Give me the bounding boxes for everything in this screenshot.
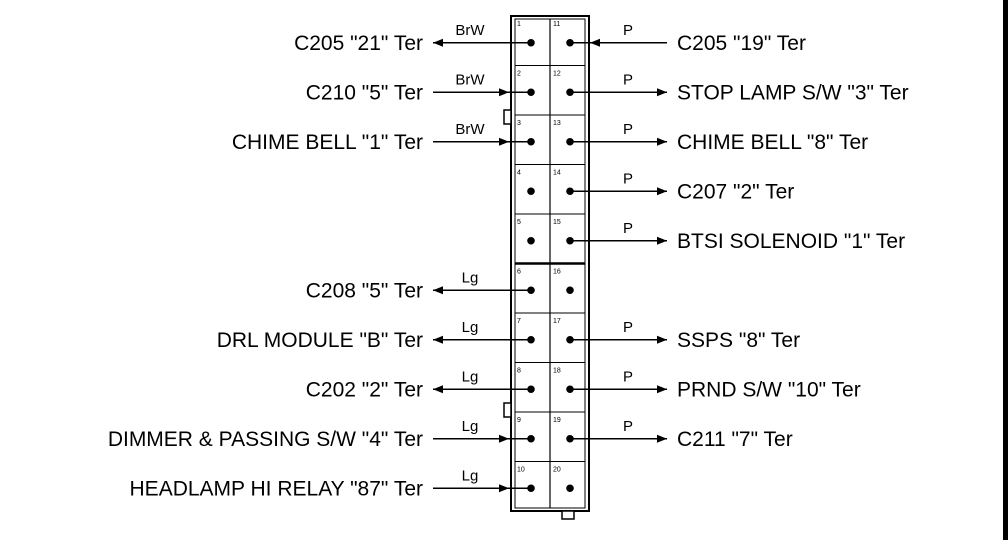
wire-color-label: BrW	[455, 121, 485, 138]
wire-color-label: BrW	[455, 71, 485, 88]
right-connection-18: P PRND S/W "10" Ter	[570, 368, 861, 401]
connector-outline	[510, 15, 590, 512]
terminal-label: STOP LAMP S/W "3" Ter	[677, 81, 909, 104]
terminal-label: CHIME BELL "8" Ter	[677, 131, 868, 154]
pin-number: 4	[517, 170, 521, 177]
wire-color-label: Lg	[462, 467, 479, 484]
arrow-head	[657, 434, 667, 443]
arrow-head	[590, 38, 600, 47]
right-connection-14: P C207 "2" Ter	[570, 170, 794, 203]
pin-contact	[566, 484, 574, 493]
arrow-head	[657, 335, 667, 344]
terminal-label: C207 "2" Ter	[677, 180, 794, 203]
pin-number: 19	[553, 417, 561, 424]
wire-color-label: P	[623, 368, 633, 385]
left-connection-1: BrW C205 "21" Ter	[294, 22, 531, 55]
arrow-head	[499, 434, 509, 443]
terminal-label: C205 "21" Ter	[294, 32, 423, 55]
terminal-label: C211 "7" Ter	[677, 428, 793, 451]
arrow-head	[657, 137, 667, 146]
connector-key	[561, 510, 575, 520]
arrow-head	[499, 137, 509, 146]
wire-color-label: Lg	[462, 319, 479, 336]
arrow-head	[657, 385, 667, 394]
terminal-label: C202 "2" Ter	[306, 378, 423, 401]
pin-number: 14	[553, 170, 561, 177]
pin-number: 6	[517, 269, 521, 276]
wire-color-label: Lg	[462, 269, 479, 286]
pin-number: 9	[517, 417, 521, 424]
terminal-label: CHIME BELL "1" Ter	[232, 131, 423, 154]
wire-color-label: BrW	[455, 22, 485, 39]
right-connection-12: P STOP LAMP S/W "3" Ter	[570, 71, 909, 104]
right-connection-15: P BTSI SOLENOID "1" Ter	[570, 220, 905, 253]
pin-number: 11	[553, 21, 560, 28]
left-connection-3: BrW CHIME BELL "1" Ter	[232, 121, 531, 154]
pin-number: 17	[553, 318, 561, 325]
arrow-head	[433, 286, 443, 295]
arrow-head	[433, 38, 443, 47]
wire-color-label: P	[623, 22, 633, 39]
pin-contact	[566, 286, 574, 295]
latch-tab-upper	[503, 109, 512, 125]
pin-number: 18	[553, 368, 561, 375]
terminal-label: DRL MODULE "B" Ter	[217, 329, 423, 352]
pin-number: 5	[517, 219, 521, 226]
terminal-label: C208 "5" Ter	[306, 279, 423, 302]
right-connection-13: P CHIME BELL "8" Ter	[570, 121, 868, 154]
arrow-head	[657, 88, 667, 97]
pin-number: 16	[553, 269, 561, 276]
wire-color-label: P	[623, 319, 633, 336]
wire-color-label: Lg	[462, 418, 479, 435]
pin-number: 3	[517, 120, 521, 127]
pin-number: 20	[553, 467, 561, 474]
pin-number: 8	[517, 368, 521, 375]
pin-contact	[527, 187, 535, 196]
arrow-head	[433, 385, 443, 394]
terminal-label: C205 "19" Ter	[677, 32, 806, 55]
arrow-head	[657, 187, 667, 196]
arrow-head	[433, 335, 443, 344]
pin-number: 15	[553, 219, 561, 226]
pin-number: 1	[517, 21, 521, 28]
latch-tab-lower	[503, 402, 512, 418]
arrow-head	[499, 484, 509, 493]
wire-color-label: P	[623, 71, 633, 88]
terminal-label: HEADLAMP HI RELAY "87" Ter	[130, 477, 423, 500]
wire-color-label: P	[623, 170, 633, 187]
wire-color-label: P	[623, 418, 633, 435]
page-edge-border	[1003, 0, 1008, 540]
terminal-label: PRND S/W "10" Ter	[677, 378, 861, 401]
wire-color-label: P	[623, 220, 633, 237]
pin-number: 10	[517, 467, 525, 474]
terminal-label: DIMMER & PASSING S/W "4" Ter	[108, 428, 423, 451]
pin-number: 12	[553, 71, 561, 78]
terminal-label: SSPS "8" Ter	[677, 329, 800, 352]
right-connection-17: P SSPS "8" Ter	[570, 319, 800, 352]
terminal-label: C210 "5" Ter	[306, 81, 423, 104]
pin-number: 13	[553, 120, 561, 127]
pin-number: 7	[517, 318, 521, 325]
wire-color-label: P	[623, 121, 633, 138]
arrow-head	[499, 88, 509, 97]
wire-color-label: Lg	[462, 368, 479, 385]
left-connection-2: BrW C210 "5" Ter	[306, 71, 531, 104]
pin-contact	[527, 236, 535, 245]
pin-number: 2	[517, 71, 521, 78]
right-connection-11: P C205 "19" Ter	[570, 22, 806, 55]
terminal-label: BTSI SOLENOID "1" Ter	[677, 230, 905, 253]
arrow-head	[657, 236, 667, 245]
right-connection-19: P C211 "7" Ter	[570, 418, 793, 451]
